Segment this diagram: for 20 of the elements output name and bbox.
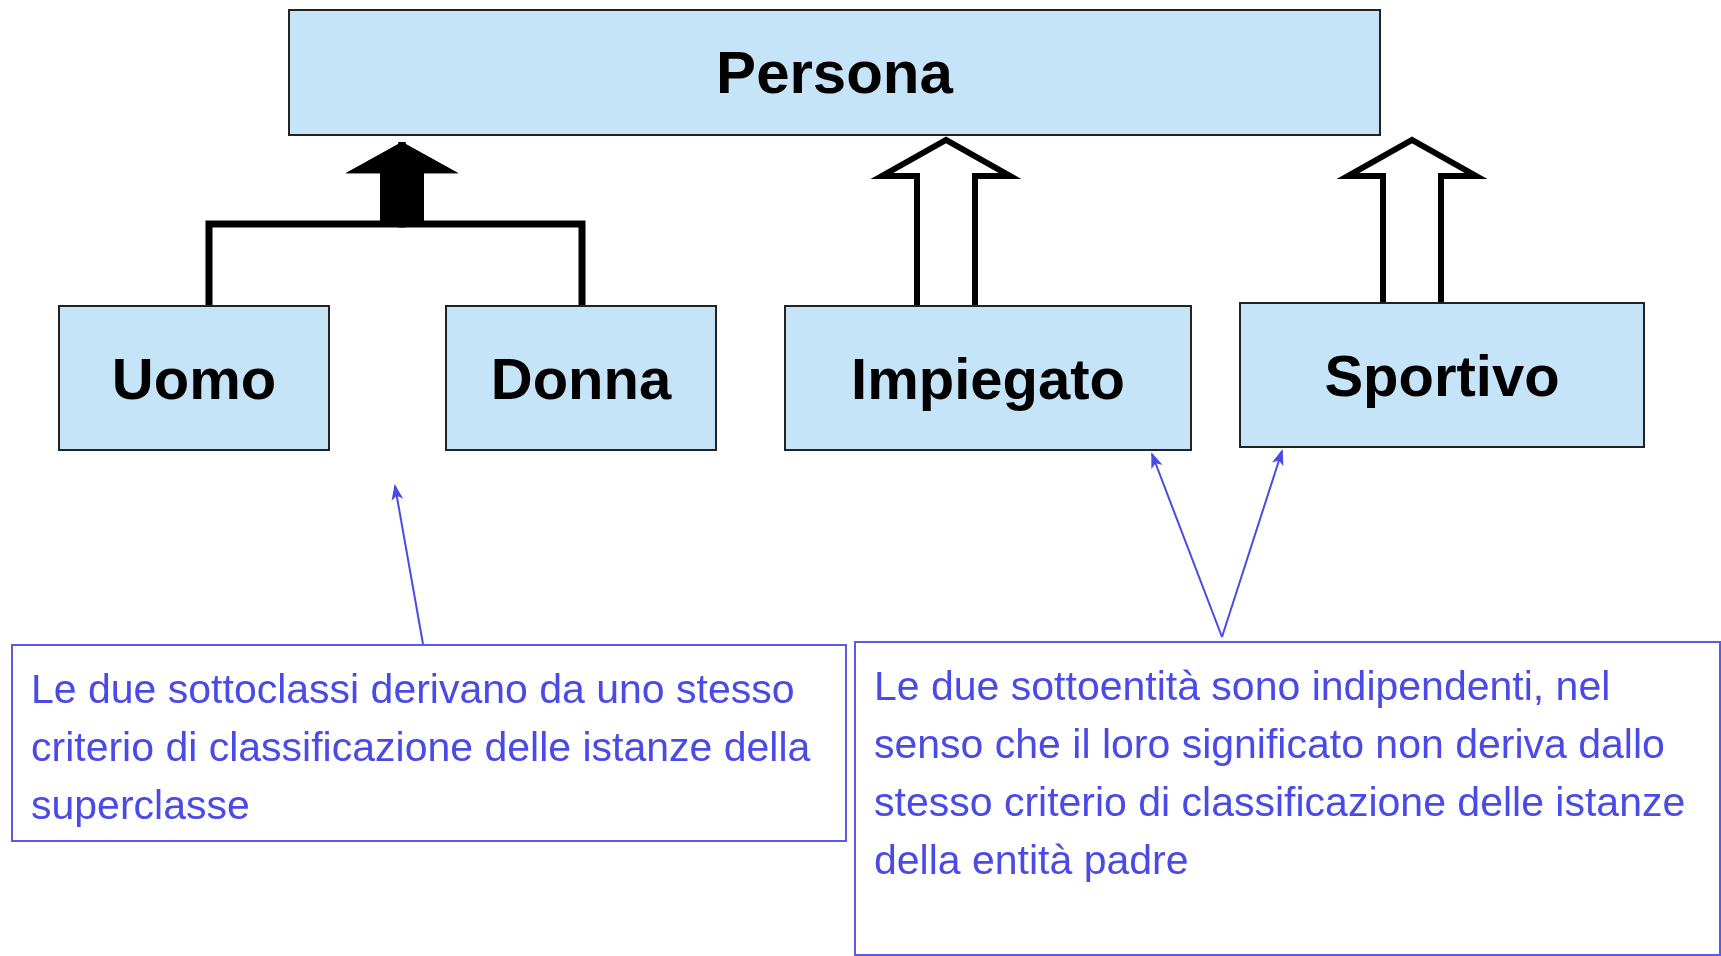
class-box	[288, 9, 1381, 136]
note-box	[854, 641, 1721, 956]
note-text: Le due sottoentità sono indipendenti, nel senso che il loro significato non deriva dallo stesso criterio di classificazione delle istanze della entità padre	[874, 662, 1686, 885]
class-box	[1239, 302, 1645, 448]
inheritance-arrow	[870, 136, 1022, 308]
note-text: Le due sottoclassi derivano da uno stesso criterio di classificazione delle istanze della superclasse	[31, 665, 812, 830]
inheritance-arrow	[345, 142, 586, 305]
leader-line	[1221, 449, 1284, 638]
leader-line	[1151, 452, 1223, 638]
class-name: Persona	[716, 38, 953, 107]
class-box	[445, 305, 717, 451]
class-name: Uomo	[111, 344, 277, 412]
note-box	[11, 644, 847, 842]
class-name: Sportivo	[1324, 341, 1560, 409]
leader-line	[391, 484, 424, 645]
class-name: Impiegato	[851, 344, 1125, 412]
class-box	[784, 305, 1192, 451]
class-box	[58, 305, 330, 451]
inheritance-arrow	[1336, 136, 1488, 305]
class-name: Donna	[490, 344, 672, 412]
